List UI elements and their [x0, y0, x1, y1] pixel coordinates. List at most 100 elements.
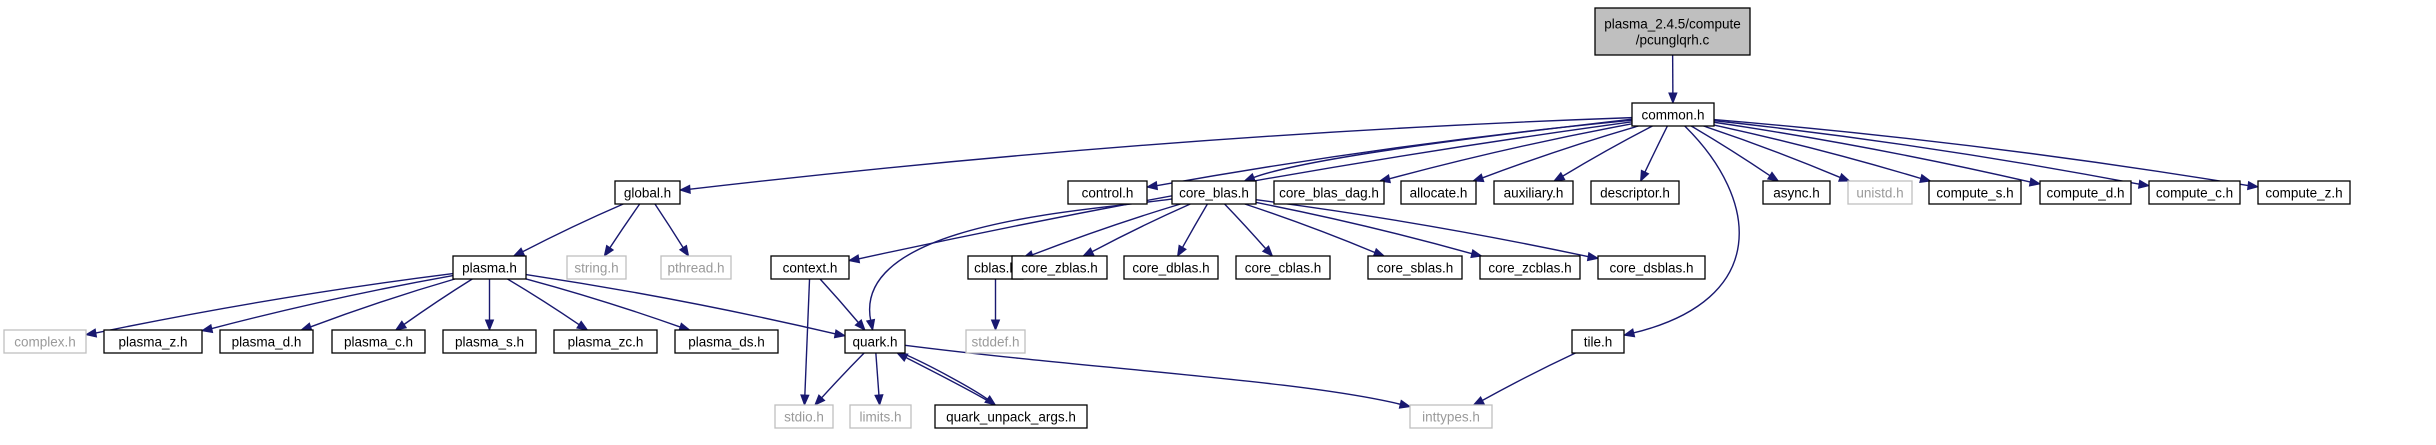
node-quark-unpack-args[interactable]: quark_unpack_args.h: [934, 404, 1088, 429]
node-box: [1571, 329, 1625, 354]
node-box: [553, 329, 658, 354]
node-core-blas-dag[interactable]: core_blas_dag.h: [1273, 180, 1385, 205]
node-box: [1597, 255, 1706, 280]
node-string: string.h: [566, 255, 627, 280]
node-label: core_cblas.h: [1245, 261, 1322, 276]
node-cblas[interactable]: cblas.h: [967, 255, 1024, 280]
node-label: compute_z.h: [2265, 186, 2342, 201]
edge-plasma-to-plasma_s: [484, 279, 495, 332]
node-common[interactable]: common.h: [1631, 102, 1715, 127]
node-label: core_blas.h: [1179, 186, 1249, 201]
node-label: limits.h: [859, 410, 901, 425]
node-label: stdio.h: [784, 410, 824, 425]
edge-core_blas-to-core_dblas: [1176, 203, 1209, 258]
node-plasma-ds[interactable]: plasma_ds.h: [674, 329, 779, 354]
node-label: common.h: [1641, 108, 1704, 123]
node-limits: limits.h: [849, 404, 912, 429]
node-plasma-s[interactable]: plasma_s.h: [442, 329, 537, 354]
edges-layer: [84, 54, 2260, 409]
node-label: plasma_zc.h: [568, 335, 644, 350]
node-box: [1011, 255, 1108, 280]
edge-quark-to-limits: [874, 352, 884, 407]
node-label: /pcunglqrh.c: [1636, 33, 1710, 48]
arrowhead: [1471, 173, 1485, 183]
node-box: [3, 329, 87, 354]
node-control[interactable]: control.h: [1067, 180, 1148, 205]
node-label: context.h: [783, 261, 838, 276]
node-label: unistd.h: [1856, 186, 1903, 201]
node-plasma-d[interactable]: plasma_d.h: [219, 329, 314, 354]
node-label: async.h: [1773, 186, 1820, 201]
node-label: compute_d.h: [2046, 186, 2124, 201]
arrowhead: [1470, 248, 1483, 259]
node-label: core_dblas.h: [1132, 261, 1209, 276]
arrowhead: [984, 394, 997, 406]
node-label: core_sblas.h: [1377, 261, 1454, 276]
node-box: [844, 329, 906, 354]
node-label: plasma_ds.h: [688, 335, 765, 350]
node-plasma-c[interactable]: plasma_c.h: [331, 329, 426, 354]
node-core-cblas[interactable]: core_cblas.h: [1235, 255, 1331, 280]
edge-common-to-compute_c: [1713, 119, 2151, 189]
node-descriptor[interactable]: descriptor.h: [1590, 180, 1680, 205]
arrowhead: [990, 319, 1001, 332]
edge-quark-to-stdio: [813, 352, 865, 406]
nodes-layer: plasma_2.4.5/compute/pcunglqrh.c common.h…: [3, 7, 2351, 429]
node-plasma-zc[interactable]: plasma_zc.h: [553, 329, 658, 354]
node-core-dblas[interactable]: core_dblas.h: [1123, 255, 1219, 280]
node-label: pthread.h: [667, 261, 724, 276]
node-box: [774, 404, 834, 429]
arrowhead: [895, 352, 909, 363]
arrowhead: [874, 394, 884, 407]
edge-common-to-unistd: [1703, 125, 1851, 182]
edge-core_blas-to-core_dsblas: [1255, 199, 1600, 262]
node-box: [1493, 180, 1574, 205]
node-core-zcblas[interactable]: core_zcblas.h: [1479, 255, 1581, 280]
node-box: [1594, 7, 1751, 56]
node-auxiliary[interactable]: auxiliary.h: [1493, 180, 1574, 205]
node-box: [331, 329, 426, 354]
arrowhead: [1145, 180, 1159, 191]
node-complex: complex.h: [3, 329, 87, 354]
node-box: [1171, 180, 1257, 205]
edge-quark-to-quark_unpack_args: [901, 352, 997, 406]
node-label: compute_c.h: [2156, 186, 2233, 201]
node-allocate[interactable]: allocate.h: [1400, 180, 1477, 205]
node-label: plasma.h: [462, 261, 517, 276]
edge-common-to-tile: [1622, 125, 1740, 338]
node-compute-z[interactable]: compute_z.h: [2257, 180, 2351, 205]
arrowhead: [847, 254, 861, 264]
node-core-dsblas[interactable]: core_dsblas.h: [1597, 255, 1706, 280]
node-core-sblas[interactable]: core_sblas.h: [1367, 255, 1463, 280]
node-async[interactable]: async.h: [1762, 180, 1831, 205]
node-pthread: pthread.h: [660, 255, 732, 280]
node-label: plasma_2.4.5/compute: [1604, 17, 1741, 32]
node-box: [674, 329, 779, 354]
node-compute-c[interactable]: compute_c.h: [2148, 180, 2241, 205]
arrowhead: [1472, 396, 1486, 406]
node-global[interactable]: global.h: [614, 180, 681, 205]
node-box: [566, 255, 627, 280]
node-plasma-z[interactable]: plasma_z.h: [103, 329, 203, 354]
node-root[interactable]: plasma_2.4.5/compute/pcunglqrh.c: [1594, 7, 1751, 56]
node-context[interactable]: context.h: [770, 255, 850, 280]
node-tile[interactable]: tile.h: [1571, 329, 1625, 354]
arrowhead: [800, 394, 810, 407]
node-box: [1067, 180, 1148, 205]
edge-common-to-global: [678, 116, 1633, 194]
edge-common-to-async: [1690, 125, 1780, 182]
node-label: allocate.h: [1410, 186, 1468, 201]
arrowhead: [854, 318, 866, 332]
node-core-blas[interactable]: core_blas.h: [1171, 180, 1257, 205]
node-compute-d[interactable]: compute_d.h: [2039, 180, 2132, 205]
arrowhead: [1243, 172, 1256, 182]
node-label: core_dsblas.h: [1609, 261, 1693, 276]
node-plasma[interactable]: plasma.h: [452, 255, 527, 280]
node-box: [1367, 255, 1463, 280]
node-compute-s[interactable]: compute_s.h: [1928, 180, 2022, 205]
node-core-zblas[interactable]: core_zblas.h: [1011, 255, 1108, 280]
arrowhead: [678, 244, 690, 258]
node-label: stddef.h: [971, 335, 1019, 350]
edge-global-to-pthread: [654, 203, 690, 258]
node-quark[interactable]: quark.h: [844, 329, 906, 354]
